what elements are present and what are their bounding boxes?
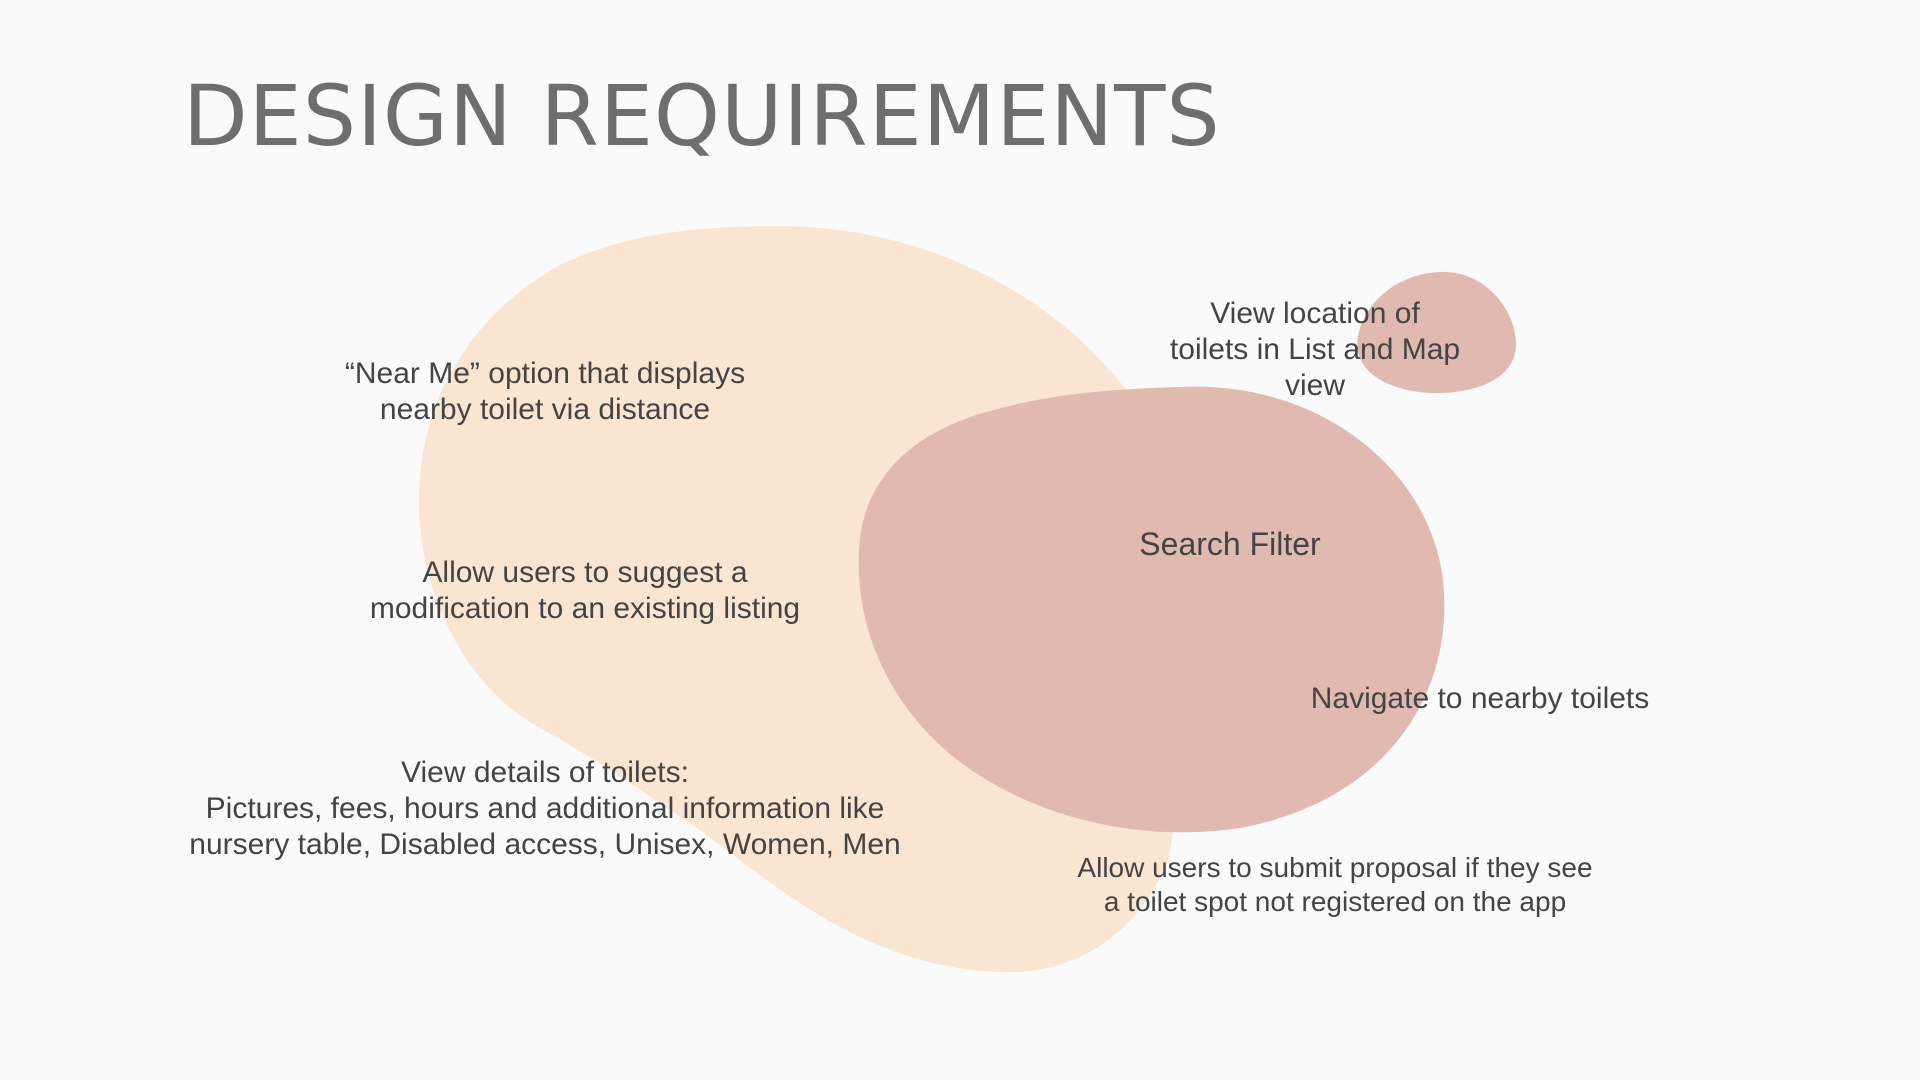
slide-title: DESIGN REQUIREMENTS <box>183 67 1221 165</box>
rose-blob-small <box>1357 271 1517 394</box>
requirement-submit-proposal: Allow users to submit proposal if they s… <box>1077 852 1593 917</box>
requirement-near-me: “Near Me” option that displays nearby to… <box>344 357 746 426</box>
requirement-suggest-modification: Allow users to suggest a modification to… <box>369 556 801 625</box>
rose-blob-main <box>858 386 1445 833</box>
requirement-navigate: Navigate to nearby toilets <box>1310 682 1650 715</box>
requirement-search-filter: Search Filter <box>1139 526 1321 562</box>
requirement-view-location: View location of toilets in List and Map… <box>1169 297 1461 402</box>
requirement-view-details: View details of toilets: Pictures, fees,… <box>189 756 901 861</box>
